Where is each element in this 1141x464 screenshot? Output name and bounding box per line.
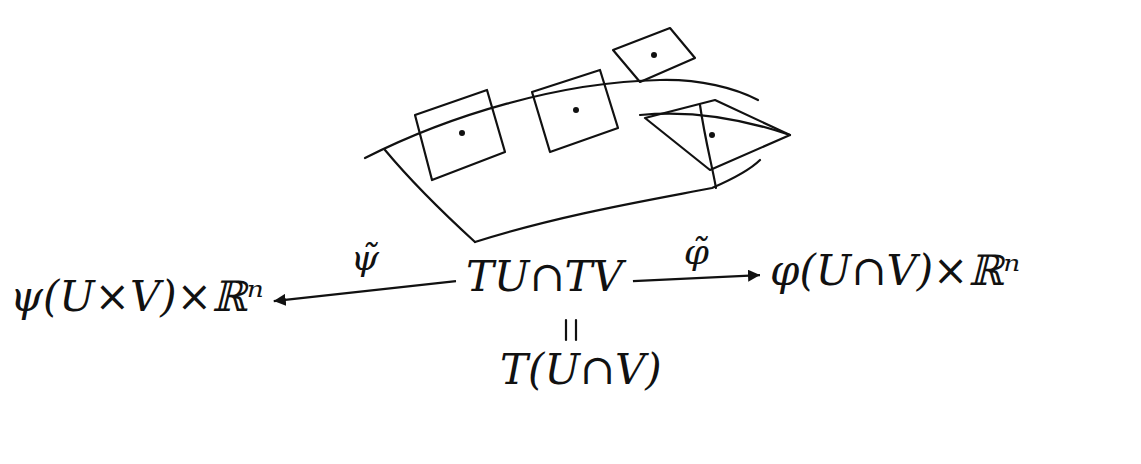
tangent-plane — [532, 70, 618, 152]
term-text: ψ(U×V)×ℝⁿ — [10, 274, 264, 320]
map-arrow — [633, 275, 760, 281]
map-arrow — [274, 281, 456, 301]
point — [651, 52, 657, 58]
map-name: ψ̃ — [348, 237, 382, 278]
tangent-plane — [415, 90, 505, 180]
math-term: φ(U∩V)×ℝⁿ — [766, 246, 1024, 296]
surface-edge — [385, 150, 475, 242]
surface-edge — [475, 160, 760, 242]
math-term: TU∩TV — [462, 252, 627, 302]
point — [459, 130, 465, 136]
equals-sign — [565, 320, 567, 340]
map-name: φ̃ — [681, 231, 712, 272]
equals-sign — [575, 320, 577, 340]
term-text: TU∩TV — [466, 254, 623, 300]
math-term: ψ(U×V)×ℝⁿ — [6, 272, 268, 322]
tangent-plane — [613, 28, 695, 82]
point — [709, 132, 715, 138]
math-label: T(U∩V) — [500, 345, 662, 394]
surface-edge — [700, 105, 716, 188]
term-text: φ(U∩V)×ℝⁿ — [770, 248, 1020, 294]
tangent-plane — [645, 100, 790, 170]
point — [573, 107, 579, 113]
